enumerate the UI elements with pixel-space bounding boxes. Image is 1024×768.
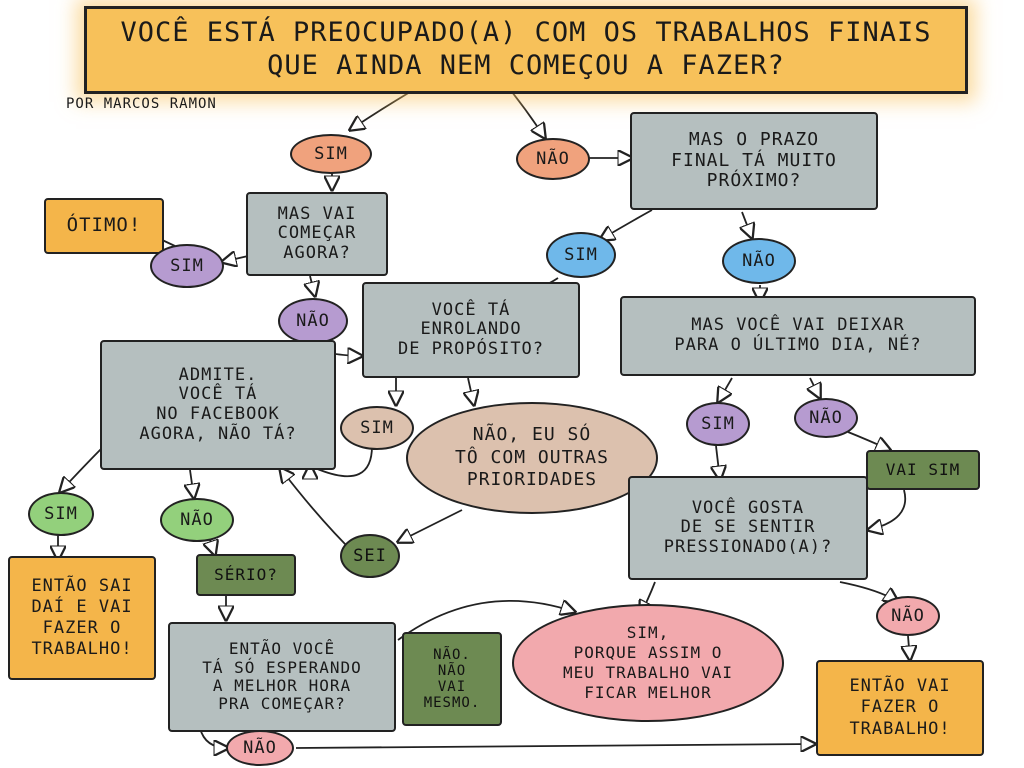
question-prazo-final: MAS O PRAZO FINAL TÁ MUITO PRÓXIMO? xyxy=(630,112,878,210)
title-question: VOCÊ ESTÁ PREOCUPADO(A) COM OS TRABALHOS… xyxy=(84,6,968,94)
answer-sim-4: SIM xyxy=(340,406,414,450)
edge-title-sim1 xyxy=(350,91,411,130)
edge-title-nao1 xyxy=(511,91,545,138)
question-esperando-melhor-hora: ENTÃO VOCÊ TÁ SÓ ESPERANDO A MELHOR HORA… xyxy=(168,622,396,732)
edge-prazo-nao3 xyxy=(742,211,752,238)
edge-masvai-nao2 xyxy=(310,275,315,296)
answer-nao-2: NÃO xyxy=(278,298,348,344)
answer-sim-1: SIM xyxy=(290,134,372,174)
answer-sim-5: SIM xyxy=(686,402,750,446)
answer-sim-3: SIM xyxy=(546,232,616,278)
question-mas-vai-comecar: MAS VAI COMEÇAR AGORA? xyxy=(246,192,388,276)
edge-sim5-gosta xyxy=(716,445,720,480)
edge-ultimodia-nao4 xyxy=(810,377,820,398)
edge-masvai-sim2 xyxy=(222,256,249,262)
answer-sim-2: SIM xyxy=(150,244,224,288)
answer-nao-prioridades: NÃO, EU SÓ TÔ COM OUTRAS PRIORIDADES xyxy=(406,402,658,514)
edge-nao4-vaisim xyxy=(847,431,890,450)
byline: POR MARCOS RAMON xyxy=(66,96,217,112)
answer-sim-porque-melhor: SIM, PORQUE ASSIM O MEU TRABALHO VAI FIC… xyxy=(512,604,784,722)
answer-nao-4: NÃO xyxy=(794,398,858,438)
question-ultimo-dia: MAS VOCÊ VAI DEIXAR PARA O ÚLTIMO DIA, N… xyxy=(620,296,976,376)
question-gosta-pressionado: VOCÊ GOSTA DE SE SENTIR PRESSIONADO(A)? xyxy=(628,476,868,580)
answer-sim-6: SIM xyxy=(28,492,94,536)
edge-nao5-serio xyxy=(210,540,215,555)
edge-admite-nao5 xyxy=(190,469,194,498)
edge-sei-admite xyxy=(280,468,357,556)
answer-nao-3: NÃO xyxy=(722,238,796,284)
answer-nao-5: NÃO xyxy=(160,498,234,542)
result-entao-sai: ENTÃO SAI DAÍ E VAI FAZER O TRABALHO! xyxy=(8,556,156,680)
result-nao-vai-mesmo: NÃO. NÃO VAI MESMO. xyxy=(402,632,502,726)
result-entao-vai: ENTÃO VAI FAZER O TRABALHO! xyxy=(816,660,984,756)
edge-nao6-entaovai xyxy=(908,635,910,660)
result-otimo: ÓTIMO! xyxy=(44,198,164,254)
question-admite-facebook: ADMITE. VOCÊ TÁ NO FACEBOOK AGORA, NÃO T… xyxy=(100,340,336,470)
edge-prazo-sim3 xyxy=(600,209,653,240)
question-enrolando: VOCÊ TÁ ENROLANDO DE PROPÓSITO? xyxy=(362,282,580,378)
edge-vaisim-gosta xyxy=(868,489,907,530)
edge-admite-sim6 xyxy=(60,445,105,492)
edge-naoprio-sei xyxy=(398,509,463,542)
answer-nao-1: NÃO xyxy=(516,138,590,180)
edge-nao7-entaovai xyxy=(295,744,815,748)
result-vai-sim: VAI SIM xyxy=(866,450,980,490)
edge-enrolando-naoprio xyxy=(468,377,474,405)
edge-esperando-simporque xyxy=(397,601,575,641)
answer-nao-6: NÃO xyxy=(876,596,940,636)
edge-ultimodia-sim5 xyxy=(718,377,733,402)
answer-sei: SEI xyxy=(340,534,400,578)
question-serio: SÉRIO? xyxy=(196,554,296,596)
answer-nao-7: NÃO xyxy=(226,730,294,766)
